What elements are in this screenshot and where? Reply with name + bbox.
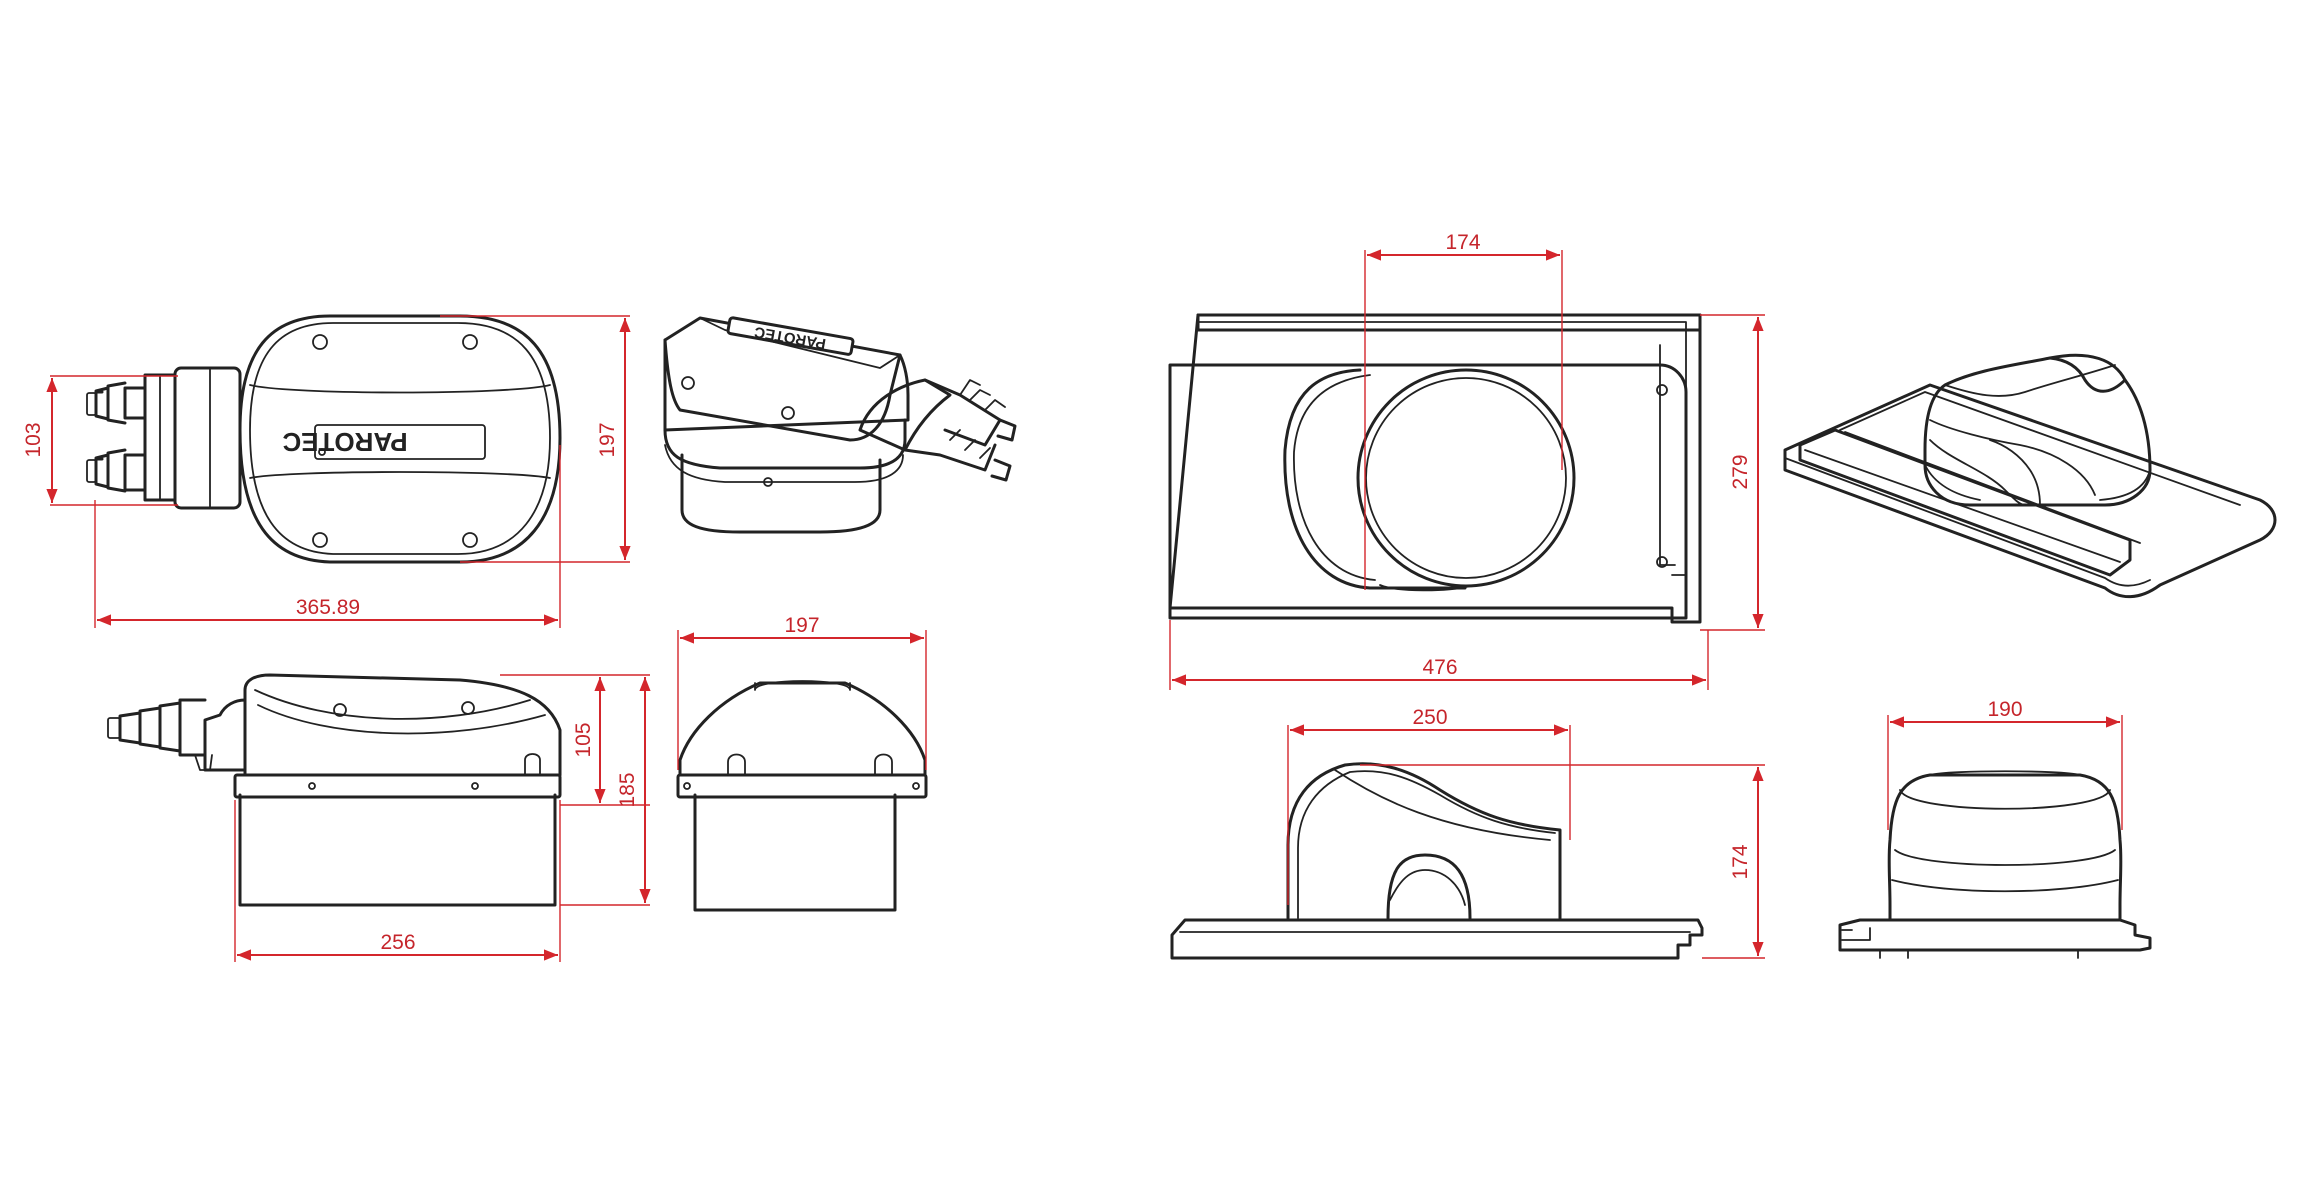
front-view: 197 bbox=[676, 614, 928, 912]
screws-top bbox=[312, 334, 478, 548]
tile-side-view: 250 174 bbox=[1170, 706, 1765, 960]
dim-hood-width: 190 bbox=[1987, 698, 2022, 721]
dim-tile-length: 476 bbox=[1422, 656, 1457, 679]
iso-view-cablebox: PAROTEC bbox=[663, 316, 1017, 534]
tile-top-view: 174 279 476 bbox=[1168, 231, 1765, 690]
tile-front-view: 190 bbox=[1838, 698, 2152, 959]
dim-collar-height: 105 bbox=[572, 722, 595, 757]
logo-text-top: PAROTEC bbox=[282, 427, 407, 457]
cable-glands-top bbox=[86, 366, 242, 510]
iso-view-tile bbox=[1783, 353, 2277, 599]
dim-tile-height: 279 bbox=[1729, 454, 1752, 489]
cable-glands-iso bbox=[858, 378, 1017, 482]
dim-cable-pitch: 103 bbox=[22, 422, 45, 457]
dim-hood-length: 250 bbox=[1412, 706, 1447, 729]
cable-glands-side bbox=[107, 698, 247, 772]
top-view: PAROTEC 103 197 365.89 bbox=[22, 314, 631, 628]
dim-base-width: 256 bbox=[380, 931, 415, 954]
dim-overall-length: 365.89 bbox=[296, 596, 360, 619]
dim-tile-opening: 174 bbox=[1445, 231, 1480, 254]
dim-hood-height: 174 bbox=[1729, 844, 1752, 879]
dim-front-width: 197 bbox=[784, 614, 819, 637]
dim-top-depth: 197 bbox=[596, 422, 619, 457]
dim-total-height: 185 bbox=[616, 772, 639, 807]
side-view: 105 185 256 bbox=[107, 673, 651, 962]
